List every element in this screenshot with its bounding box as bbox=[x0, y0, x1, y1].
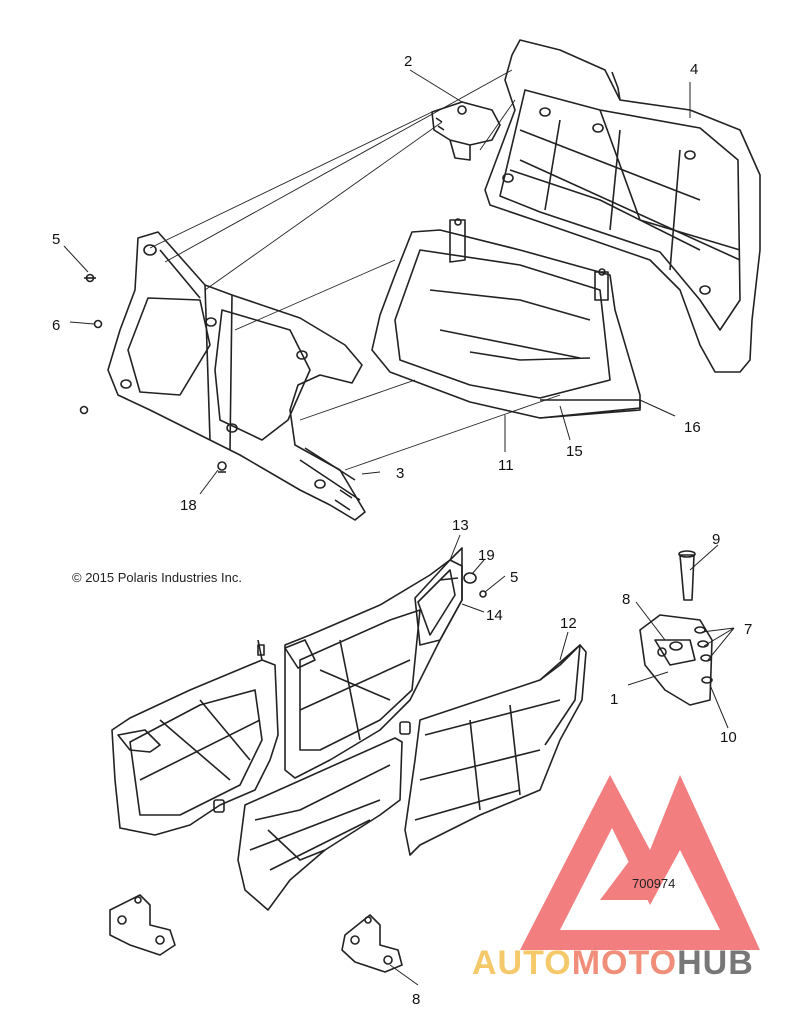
callout-13: 12 bbox=[560, 615, 577, 632]
door-frame-15 bbox=[284, 559, 463, 779]
watermark-hub: HUB bbox=[677, 944, 754, 982]
callout-2: 2 bbox=[404, 53, 412, 70]
callout-8: 8 bbox=[412, 991, 420, 1008]
washer-9 bbox=[669, 641, 683, 651]
callout-10: 9 bbox=[712, 531, 720, 548]
callout-18: 18 bbox=[180, 497, 197, 514]
diagram-part-number: 700974 bbox=[632, 876, 676, 891]
latch-2 bbox=[431, 101, 501, 161]
callout-14: 13 bbox=[452, 517, 469, 534]
leader-lines bbox=[63, 69, 735, 986]
door-frame-lower-left bbox=[111, 639, 279, 836]
callout-5-top: 5 bbox=[52, 231, 60, 248]
door-trim-lower-left bbox=[237, 737, 403, 911]
callout-17: 16 bbox=[684, 419, 701, 436]
callout-16: 15 bbox=[566, 443, 583, 460]
callout-9: 8 bbox=[622, 591, 630, 608]
clip-19 bbox=[463, 572, 477, 584]
callout-labels: 2 4 5 6 3 18 11 15 16 13 19 5 14 12 9 8 … bbox=[52, 53, 752, 1008]
screw-frame-left bbox=[79, 405, 89, 415]
door-shell-12 bbox=[371, 218, 641, 419]
callout-3: 3 bbox=[396, 465, 404, 482]
watermark-moto: MOTO bbox=[571, 944, 678, 982]
bracket-8-left bbox=[109, 894, 176, 956]
callout-4: 4 bbox=[690, 61, 698, 78]
watermark-auto: AUTO bbox=[472, 944, 572, 982]
callout-19: 19 bbox=[478, 547, 495, 564]
clip-11 bbox=[701, 676, 713, 684]
screw-5-top bbox=[84, 273, 96, 283]
clip-lower-3 bbox=[257, 644, 265, 656]
door-trim-13 bbox=[404, 644, 587, 856]
callout-12: 11 bbox=[498, 457, 514, 474]
clip-lower-1 bbox=[399, 721, 411, 735]
bracket-8-right bbox=[341, 914, 403, 973]
screw-18 bbox=[217, 461, 227, 473]
callout-11: 10 bbox=[720, 729, 737, 746]
watermark-logo-icon bbox=[520, 775, 760, 950]
washers-7 bbox=[694, 626, 712, 662]
watermark-text: AUTOMOTOHUB bbox=[472, 944, 754, 983]
callout-1: 1 bbox=[610, 691, 618, 708]
callout-7: 7 bbox=[744, 621, 752, 638]
callout-5-lower: 5 bbox=[510, 569, 518, 586]
alignment-lines-top bbox=[149, 69, 561, 471]
screw-5-lower bbox=[479, 590, 487, 598]
callout-6: 6 bbox=[52, 317, 60, 334]
door-frame-3 bbox=[107, 231, 366, 521]
screw-6 bbox=[93, 319, 103, 329]
pin-10 bbox=[678, 550, 696, 601]
callout-15: 14 bbox=[486, 607, 503, 624]
hinge-1 bbox=[639, 614, 713, 706]
clip-lower-2 bbox=[213, 799, 225, 813]
copyright-notice: © 2015 Polaris Industries Inc. bbox=[72, 570, 242, 585]
door-panel-4 bbox=[484, 39, 761, 373]
